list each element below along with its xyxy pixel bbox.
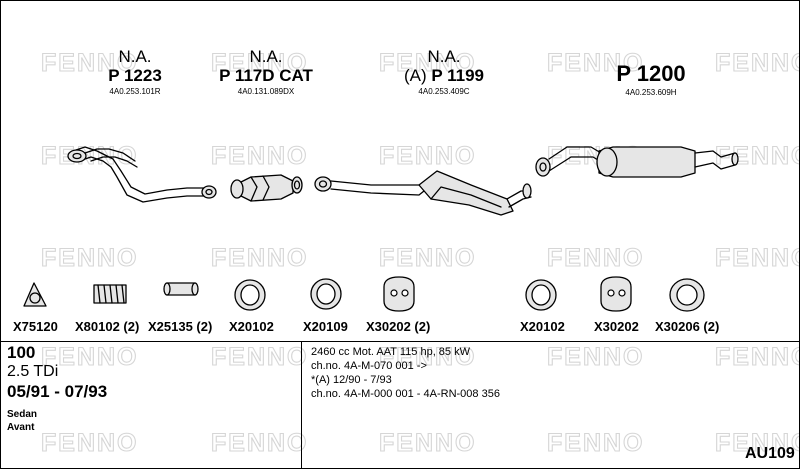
watermark-text: FENNO: [547, 244, 645, 272]
gasket-ring-icon: [234, 279, 266, 311]
watermark-text: FENNO: [379, 429, 477, 457]
part-oem-ref: 4A0.253.101R: [109, 87, 161, 96]
part-status: N.A.: [427, 47, 461, 66]
part-status: N.A.: [118, 47, 152, 66]
pipe-sleeve-icon: [163, 282, 199, 296]
triangle-flange-icon: [23, 282, 47, 307]
body-type: Sedan: [7, 409, 38, 420]
watermark-text: FENNO: [211, 49, 309, 77]
note-line: ch.no. 4A-M-070 001 ->: [311, 360, 427, 372]
watermark-text: FENNO: [715, 429, 799, 457]
fitting-label: X20102: [229, 319, 274, 334]
part-code: P 1200: [616, 61, 686, 86]
rubber-mount-icon: [600, 276, 632, 312]
divider-horizontal: [1, 341, 799, 342]
body-type: Avant: [7, 422, 35, 433]
part-heading-p1199: N.A. (A) P 1199 4A0.253.409C: [374, 47, 514, 97]
watermark-text: FENNO: [547, 49, 645, 77]
watermark-text: FENNO: [715, 49, 799, 77]
part-oem-ref: 4A0.253.409C: [418, 87, 470, 96]
part-heading-p117d: N.A. P 117D CAT 4A0.131.089DX: [196, 47, 336, 97]
fitting-label: X30202: [594, 319, 639, 334]
fitting-label: X80102 (2): [75, 319, 140, 334]
catalytic-converter-drawing: [230, 174, 303, 202]
rear-silencer-drawing: [535, 146, 739, 178]
fitting-label: X25135 (2): [148, 319, 213, 334]
technical-notes: 2460 cc Mot. AAT 115 hp, 85 kW ch.no. 4A…: [311, 345, 500, 401]
middle-silencer-drawing: [314, 170, 532, 216]
watermark-text: FENNO: [211, 244, 309, 272]
note-line: *(A) 12/90 - 7/93: [311, 374, 392, 386]
watermark-text: FENNO: [41, 244, 139, 272]
watermark-text: FENNO: [379, 343, 477, 371]
watermark-text: FENNO: [379, 244, 477, 272]
watermark-text: FENNO: [547, 343, 645, 371]
fitting-label: X75120: [13, 319, 58, 334]
watermark-text: FENNO: [715, 343, 799, 371]
exhaust-parts-drawing: [23, 146, 739, 312]
watermark-text: FENNO: [379, 49, 477, 77]
note-line: 2460 cc Mot. AAT 115 hp, 85 kW: [311, 346, 470, 358]
vehicle-info: 100 2.5 TDi 05/91 - 07/93 Sedan Avant: [7, 343, 107, 434]
part-code: P 1223: [108, 66, 162, 85]
watermark-text: FENNO: [41, 142, 139, 170]
part-prefix: (A): [403, 66, 427, 85]
fitting-label: X20102: [520, 319, 565, 334]
gasket-ring-icon: [310, 278, 342, 310]
watermark-text: FENNO: [715, 142, 799, 170]
watermark-text: FENNO: [211, 343, 309, 371]
vehicle-engine: 2.5 TDi: [7, 363, 59, 380]
part-code: P 1199: [431, 66, 485, 85]
gasket-ring-icon: [525, 279, 557, 311]
gasket-ring-icon: [669, 278, 705, 312]
part-heading-p1200: P 1200 4A0.253.609H: [581, 61, 721, 98]
watermark-text: FENNO: [211, 429, 309, 457]
vehicle-years: 05/91 - 07/93: [7, 382, 108, 401]
watermark-text: FENNO: [547, 429, 645, 457]
spring-icon: [93, 284, 127, 304]
front-pipe-drawing: [67, 146, 217, 203]
note-line: ch.no. 4A-M-000 001 - 4A-RN-008 356: [311, 388, 500, 400]
watermark-text: FENNO: [41, 49, 139, 77]
watermark-text: FENNO: [41, 429, 139, 457]
part-heading-p1223: N.A. P 1223 4A0.253.101R: [65, 47, 205, 97]
part-oem-ref: 4A0.253.609H: [625, 88, 677, 97]
part-oem-ref: 4A0.131.089DX: [237, 87, 295, 96]
vehicle-model: 100: [7, 343, 36, 362]
divider-vertical: [301, 341, 302, 468]
fitting-label: X30202 (2): [366, 319, 431, 334]
watermark-text: FENNO: [211, 142, 309, 170]
watermark-text: FENNO: [715, 244, 799, 272]
vehicle-body-types: Sedan Avant: [7, 408, 107, 434]
fitting-label: X30206 (2): [655, 319, 720, 334]
part-status: N.A.: [249, 47, 283, 66]
rubber-mount-icon: [383, 276, 415, 312]
document-id: AU109: [745, 445, 795, 462]
watermark-text: FENNO: [41, 343, 139, 371]
part-code: P 117D CAT: [219, 66, 313, 85]
fitting-label: X20109: [303, 319, 348, 334]
watermark-text: FENNO: [379, 142, 477, 170]
